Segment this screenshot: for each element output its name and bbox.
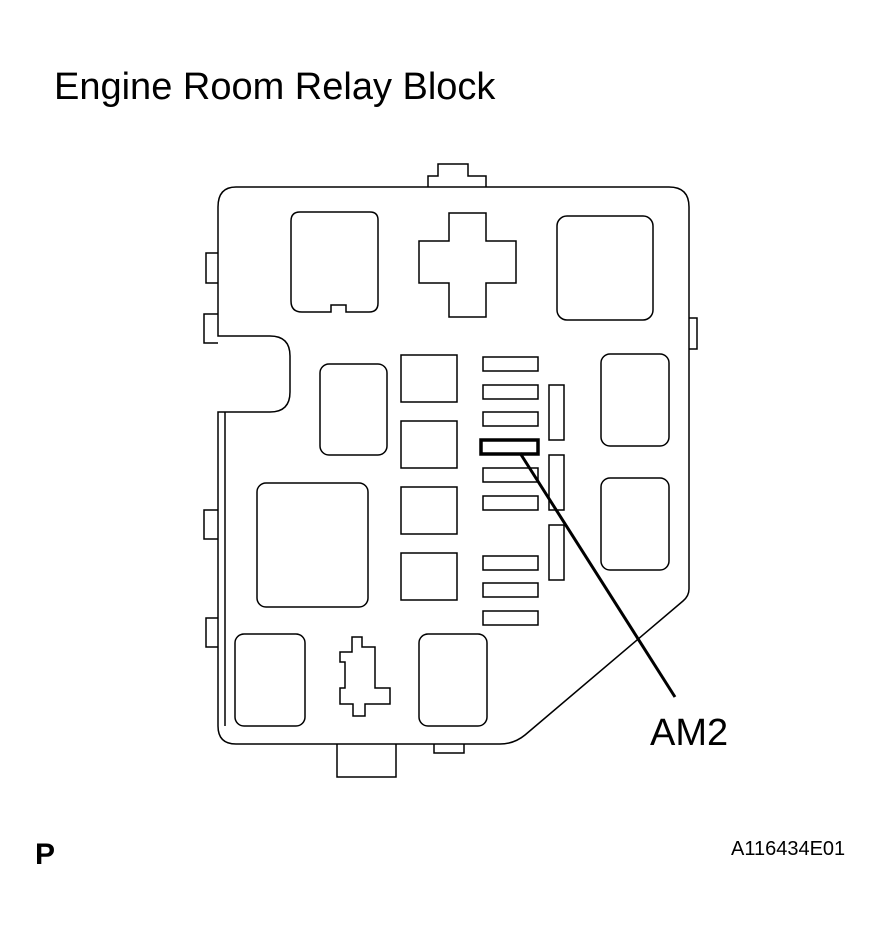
relay-right-upper xyxy=(601,354,669,446)
left-tab-4 xyxy=(206,618,218,647)
fuse-slot xyxy=(483,385,538,399)
relay-bottom-left xyxy=(235,634,305,726)
relay-bottom-right xyxy=(419,634,487,726)
left-tab-1 xyxy=(206,253,218,283)
left-tab-3 xyxy=(204,510,218,539)
relay-large-left xyxy=(257,483,368,607)
figure-id: A116434E01 xyxy=(731,838,846,860)
fuse-slot xyxy=(483,556,538,570)
right-tab xyxy=(689,318,697,349)
fuse-slot xyxy=(483,611,538,625)
fuse-slot xyxy=(483,357,538,371)
corner-label: P xyxy=(35,838,56,871)
housing-outline xyxy=(218,187,689,744)
left-tab-2 xyxy=(204,314,218,343)
relay-top-center xyxy=(419,213,516,317)
diagram-title: Engine Room Relay Block xyxy=(54,66,496,108)
mini-relay-1 xyxy=(401,355,457,402)
bottom-tab-right xyxy=(434,744,464,753)
relay-right-lower xyxy=(601,478,669,570)
am2-callout-label: AM2 xyxy=(650,712,729,754)
relay-top-left xyxy=(291,212,378,312)
am2-leader-line xyxy=(520,453,675,697)
relay-top-right xyxy=(557,216,653,320)
mini-relay-4 xyxy=(401,553,457,600)
vertical-fuse xyxy=(549,525,564,580)
mini-relay-3 xyxy=(401,487,457,534)
fuse-slot xyxy=(483,496,538,510)
connector-bottom-center xyxy=(340,637,390,716)
fuse-am2 xyxy=(481,440,538,454)
bottom-tab-left xyxy=(337,744,396,777)
top-tab xyxy=(428,164,486,187)
relay-mid-left xyxy=(320,364,387,455)
mini-relay-2 xyxy=(401,421,457,468)
fuse-slot xyxy=(483,583,538,597)
fuse-slot xyxy=(483,468,538,482)
vertical-fuse xyxy=(549,385,564,440)
fuse-slot xyxy=(483,412,538,426)
